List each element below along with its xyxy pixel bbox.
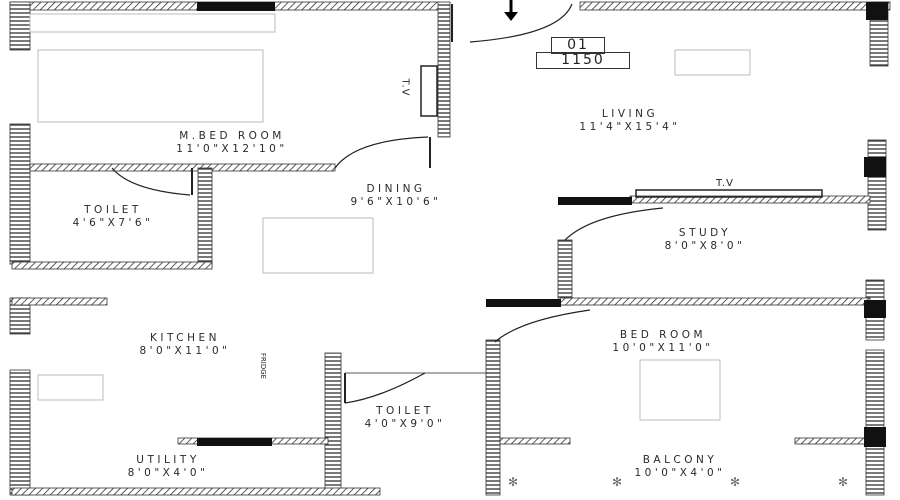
door-toilet1 <box>111 167 191 196</box>
door-bedroom <box>494 309 591 343</box>
tv-label-master: T.V <box>399 78 411 97</box>
wall-bottom <box>11 487 381 496</box>
window-utility <box>197 438 272 446</box>
door-entrance <box>469 3 573 43</box>
bed-master <box>37 49 264 123</box>
fridge-label: FRIDGE <box>259 352 268 380</box>
window-bedroom-right <box>864 300 886 318</box>
room-name: TOILET <box>84 204 142 216</box>
wall-top-right <box>579 1 891 11</box>
wall-study-left <box>557 239 573 306</box>
bed-second <box>639 359 721 421</box>
tv-label-living: T.V <box>716 178 734 189</box>
room-dimensions: 8'0"X8'0" <box>664 240 746 252</box>
window-study <box>558 197 632 205</box>
svg-text:✻: ✻ <box>612 475 622 489</box>
window-mbed-top <box>197 2 275 11</box>
room-name: DINING <box>366 183 426 195</box>
wall-right-2 <box>867 139 887 231</box>
room-dimensions: 4'6"X7'6" <box>72 217 154 229</box>
wall-balcony-top-left <box>499 437 571 445</box>
door-study <box>564 207 664 241</box>
wall-balcony-top-right <box>794 437 871 445</box>
room-dimensions: 11'0"X12'10" <box>176 143 288 155</box>
wall-mbed-bottom <box>29 163 336 172</box>
wall-mbed-right <box>437 1 451 138</box>
wall-toilet1-right <box>197 167 213 269</box>
entrance-arrow-icon <box>504 0 518 21</box>
room-name: M.BED ROOM <box>179 130 285 142</box>
room-name: BALCONY <box>642 454 718 466</box>
svg-text:✻: ✻ <box>730 475 740 489</box>
room-name: UTILITY <box>136 454 200 466</box>
window-living-right <box>866 2 888 20</box>
doors <box>111 3 664 404</box>
room-dimensions: 8'0"X4'0" <box>127 467 209 479</box>
wardrobe-master <box>29 13 276 33</box>
room-name: STUDY <box>678 227 732 239</box>
room-name: TOILET <box>376 405 434 417</box>
room-dimensions: 8'0"X11'0" <box>139 345 231 357</box>
walls <box>9 1 891 496</box>
wall-kitchen-right <box>324 352 342 496</box>
windows <box>197 2 888 447</box>
room-dimensions: 11'4"X15'4" <box>579 121 681 133</box>
room-name: KITCHEN <box>150 332 220 344</box>
wall-bedroom-top <box>559 297 871 306</box>
door-mbed <box>334 136 429 169</box>
wall-left-upper <box>9 1 31 51</box>
kitchen-counter <box>37 374 104 401</box>
plant-icons: ✻ ✻ ✻ ✻ <box>508 475 848 489</box>
window-living-right2 <box>864 157 886 177</box>
room-name: LIVING <box>601 108 659 120</box>
room-dimensions: 9'6"X10'6" <box>350 196 442 208</box>
window-bedroom-top <box>486 299 561 307</box>
wall-left-lower2 <box>9 369 31 496</box>
furniture <box>29 13 823 421</box>
unit-area-tag: 1150 <box>536 52 630 69</box>
wall-toilet1-bottom <box>11 261 213 270</box>
dining-table <box>262 217 374 274</box>
wall-kitchen-top <box>11 297 108 306</box>
sofa-living <box>674 49 751 76</box>
svg-text:✻: ✻ <box>508 475 518 489</box>
room-dimensions: 4'0"X9'0" <box>364 418 446 430</box>
wall-toilet2-right <box>485 339 501 496</box>
unit-number-tag: 01 <box>551 37 605 54</box>
wall-left-mid <box>9 123 31 265</box>
tv-unit-living <box>635 189 823 198</box>
tv-unit-master <box>420 65 438 117</box>
room-dimensions: 10'0"X11'0" <box>612 342 714 354</box>
door-toilet2 <box>344 372 426 404</box>
svg-text:✻: ✻ <box>838 475 848 489</box>
room-dimensions: 10'0"X4'0" <box>634 467 726 479</box>
wall-right-4 <box>865 349 885 496</box>
window-bedroom-right2 <box>864 427 886 447</box>
room-name: BED ROOM <box>619 329 707 341</box>
